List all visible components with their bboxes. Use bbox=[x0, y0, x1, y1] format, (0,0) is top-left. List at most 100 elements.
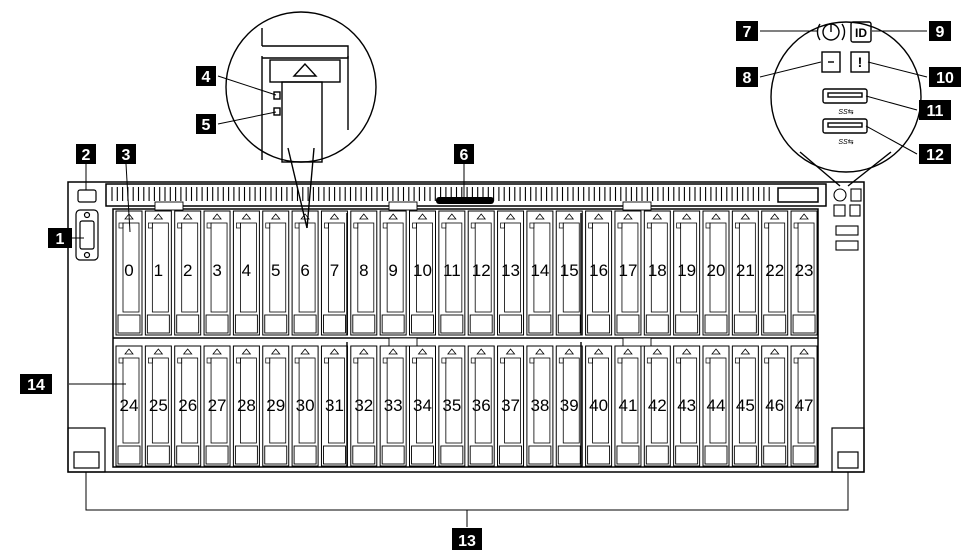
release-latch-icon bbox=[623, 348, 633, 355]
release-latch-icon bbox=[447, 348, 457, 355]
drive-bezel-foot bbox=[411, 314, 434, 334]
callout-number: 7 bbox=[743, 24, 752, 41]
drive-bezel-foot bbox=[264, 314, 288, 334]
drive-handle bbox=[797, 357, 815, 444]
drive-handle bbox=[709, 222, 727, 313]
callout-1: 1 bbox=[48, 228, 72, 248]
callout-number: 1 bbox=[56, 231, 65, 248]
release-latch-icon bbox=[329, 348, 340, 355]
drive-bay: 39 bbox=[555, 345, 583, 467]
drive-handle bbox=[768, 357, 786, 444]
zoom-drive-led bbox=[225, 11, 377, 229]
drive-handle bbox=[181, 222, 199, 313]
callout-13: 13 bbox=[452, 528, 482, 550]
drive-handle bbox=[504, 357, 521, 444]
drive-bay-frame bbox=[379, 210, 407, 336]
drive-bay-frame bbox=[144, 210, 172, 336]
drive-bay-number: 10 bbox=[413, 261, 432, 280]
drive-bay-number: 20 bbox=[707, 261, 726, 280]
drive-bay-number: 14 bbox=[530, 261, 549, 280]
drive-handle bbox=[504, 222, 521, 313]
drive-handle bbox=[562, 222, 580, 313]
drive-bay: 10 bbox=[409, 210, 436, 336]
drive-handle bbox=[416, 222, 433, 313]
drive-bezel-foot bbox=[616, 445, 640, 465]
drive-bay: 41 bbox=[614, 345, 642, 467]
drive-bay: 2 bbox=[174, 210, 202, 336]
drive-bezel-foot bbox=[528, 314, 552, 334]
drive-handle bbox=[151, 357, 169, 444]
release-latch-icon bbox=[476, 213, 487, 220]
drive-bay-frame bbox=[614, 210, 642, 336]
drive-bay-number: 36 bbox=[472, 396, 491, 415]
drive-handle bbox=[386, 357, 404, 444]
drive-bay-number: 46 bbox=[765, 396, 784, 415]
drive-bezel-foot bbox=[763, 445, 787, 465]
drive-bay: 29 bbox=[262, 345, 290, 467]
release-latch-icon bbox=[769, 213, 780, 220]
drive-bay-frame bbox=[262, 210, 290, 336]
bay-group-tab bbox=[388, 337, 418, 347]
drive-bay-frame bbox=[320, 210, 348, 336]
drive-bay-frame bbox=[790, 210, 818, 336]
drive-handle bbox=[328, 357, 345, 444]
release-latch-icon bbox=[564, 213, 575, 220]
callout-box bbox=[736, 21, 758, 41]
drive-bay: 27 bbox=[203, 345, 231, 467]
release-latch-icon bbox=[681, 348, 692, 355]
drive-status-led-icon bbox=[273, 107, 281, 116]
drive-bezel-foot bbox=[176, 314, 200, 334]
drive-bay: 45 bbox=[731, 345, 759, 467]
drive-bay-number: 43 bbox=[677, 396, 696, 415]
release-latch-icon bbox=[182, 213, 193, 220]
callout-2: 2 bbox=[76, 144, 96, 164]
drive-bay: 7 bbox=[320, 210, 348, 336]
callout-5: 5 bbox=[196, 114, 216, 134]
drive-bay-number: 32 bbox=[354, 396, 373, 415]
callout-number: 4 bbox=[202, 69, 211, 86]
drive-bay-number: 31 bbox=[325, 396, 344, 415]
drive-bay: 36 bbox=[467, 345, 495, 467]
release-latch-icon bbox=[388, 348, 398, 355]
drive-handle bbox=[328, 222, 345, 313]
release-latch-icon bbox=[740, 213, 751, 220]
drive-handle bbox=[650, 222, 668, 313]
power-button-icon bbox=[841, 23, 846, 41]
drive-bezel-foot bbox=[234, 314, 258, 334]
callout-box bbox=[196, 66, 216, 86]
release-latch-icon bbox=[270, 213, 281, 220]
callout-8: 8 bbox=[736, 67, 758, 87]
drive-handle bbox=[474, 357, 492, 444]
callout-box bbox=[454, 144, 474, 164]
bay-group-tab bbox=[622, 201, 652, 211]
callout-number: 9 bbox=[936, 24, 945, 41]
callout-12: 12 bbox=[919, 144, 951, 164]
pull-tab bbox=[436, 197, 494, 204]
drive-bay-number: 7 bbox=[330, 261, 339, 280]
drive-bay-number: 28 bbox=[237, 396, 256, 415]
bay-group-tab bbox=[154, 201, 184, 211]
release-latch-icon bbox=[417, 348, 428, 355]
callout-6: 6 bbox=[454, 144, 474, 164]
drive-bay: 13 bbox=[497, 210, 525, 336]
drive-bay: 42 bbox=[643, 345, 671, 467]
drive-bay: 9 bbox=[379, 210, 407, 336]
drive-bay: 22 bbox=[761, 210, 789, 336]
callout-11: 11 bbox=[919, 100, 951, 120]
callout-box bbox=[929, 21, 951, 41]
network-activity-led-icon bbox=[821, 51, 841, 73]
drive-bezel-foot bbox=[763, 314, 787, 334]
panel-network-icon bbox=[833, 204, 846, 217]
drive-bay: 46 bbox=[761, 345, 789, 467]
vga-connector bbox=[75, 189, 99, 261]
drive-bezel-foot bbox=[323, 314, 346, 334]
release-latch-icon bbox=[212, 213, 222, 220]
callout-number: 6 bbox=[460, 147, 469, 164]
callout-number: 8 bbox=[743, 70, 752, 87]
drive-bezel-foot bbox=[440, 445, 464, 465]
drive-bay: 20 bbox=[702, 210, 730, 336]
drive-bezel-foot bbox=[469, 314, 493, 334]
drive-activity-led-icon bbox=[273, 91, 281, 100]
callout-box bbox=[919, 144, 951, 164]
